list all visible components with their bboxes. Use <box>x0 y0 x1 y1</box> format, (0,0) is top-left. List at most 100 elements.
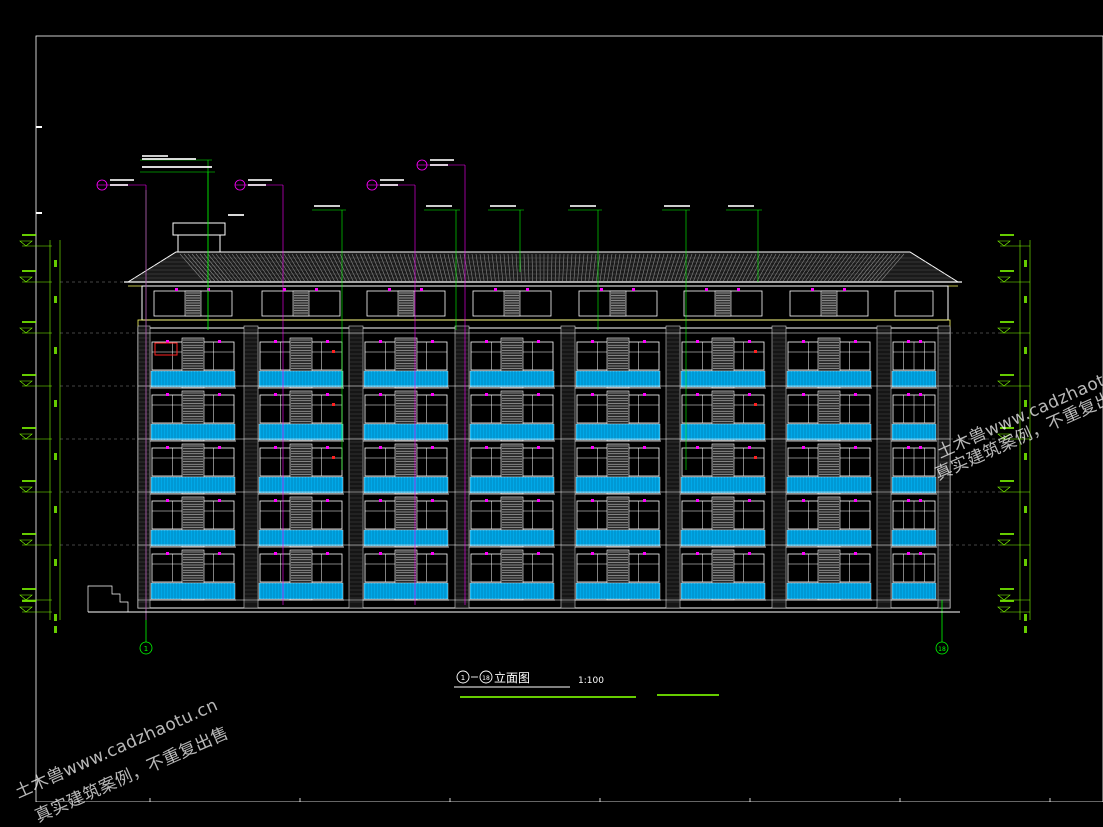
callout-marker <box>907 552 910 555</box>
level-marker <box>998 277 1010 282</box>
cad-drawing-canvas: 1 18 1 18 立面图 1:100 <box>0 0 1103 802</box>
callout-note-glyph <box>110 184 128 186</box>
callout-marker <box>326 393 329 396</box>
red-marker <box>754 403 757 406</box>
brick-column <box>772 326 786 608</box>
dim-value-glyph <box>54 506 57 513</box>
callout-marker <box>431 393 434 396</box>
callout-note-glyph <box>248 179 272 181</box>
callout-marker <box>379 446 382 449</box>
callout-note-glyph <box>728 205 754 207</box>
callout-marker <box>843 288 846 291</box>
roof <box>124 223 962 286</box>
callout-marker <box>643 552 646 555</box>
callout-marker <box>737 288 740 291</box>
callout-marker <box>802 446 805 449</box>
dim-value-glyph <box>54 626 57 633</box>
callout-marker <box>388 288 391 291</box>
frame-ticks <box>150 798 1050 802</box>
callout-marker <box>326 446 329 449</box>
callout-marker <box>537 552 540 555</box>
red-marker <box>332 350 335 353</box>
callout-note-glyph <box>490 205 516 207</box>
roof-chimney-base <box>178 235 220 252</box>
title-axis-start: 1 <box>461 674 465 682</box>
level-value-glyph <box>1000 600 1014 602</box>
callout-note-glyph <box>228 214 244 216</box>
callout-marker <box>802 340 805 343</box>
dim-value-glyph <box>1024 296 1027 303</box>
level-value-glyph <box>1000 234 1014 236</box>
callout-marker <box>274 552 277 555</box>
callout-marker <box>537 446 540 449</box>
red-marker <box>754 456 757 459</box>
callout-note-glyph <box>142 166 212 168</box>
level-value-glyph <box>1000 480 1014 482</box>
callout-marker <box>537 340 540 343</box>
axis-label-left: 1 <box>144 645 148 653</box>
brick-column <box>349 326 363 608</box>
level-marker <box>20 381 32 386</box>
brick-column <box>561 326 575 608</box>
attic-louver <box>398 291 414 316</box>
building-facade <box>138 286 950 608</box>
callout-marker <box>379 499 382 502</box>
attic-louver <box>821 291 837 316</box>
callout-marker <box>485 446 488 449</box>
callout-note-glyph <box>430 164 448 166</box>
callout-marker <box>748 552 751 555</box>
callout-note-glyph <box>142 155 168 157</box>
level-marker <box>20 328 32 333</box>
callout-marker <box>643 393 646 396</box>
callout-marker <box>907 499 910 502</box>
red-marker <box>754 350 757 353</box>
level-marker <box>20 595 32 600</box>
callout-note-glyph <box>142 158 196 160</box>
level-marker <box>20 540 32 545</box>
callout-marker <box>907 340 910 343</box>
callout-marker <box>315 288 318 291</box>
callout-marker <box>218 552 221 555</box>
level-value-glyph <box>22 234 36 236</box>
dim-value-glyph <box>1024 260 1027 267</box>
dim-value-glyph <box>54 296 57 303</box>
callout-note-glyph <box>110 179 134 181</box>
callout-note-glyph <box>664 205 690 207</box>
dim-value-glyph <box>54 347 57 354</box>
red-marker <box>332 403 335 406</box>
level-value-glyph <box>22 270 36 272</box>
callout-marker <box>326 499 329 502</box>
callout-marker <box>854 446 857 449</box>
callout-marker <box>494 288 497 291</box>
callout-marker <box>420 288 423 291</box>
level-value-glyph <box>1000 588 1014 590</box>
callout-marker <box>802 393 805 396</box>
callout-marker <box>485 340 488 343</box>
level-value-glyph <box>1000 321 1014 323</box>
dim-value-glyph <box>54 260 57 267</box>
level-marker <box>998 328 1010 333</box>
callout-marker <box>591 499 594 502</box>
callout-marker <box>643 340 646 343</box>
axis-label-right: 18 <box>938 646 946 653</box>
dim-value-glyph <box>54 559 57 566</box>
balcony-panel <box>892 371 936 387</box>
level-marker <box>998 381 1010 386</box>
balcony-panel <box>892 583 936 599</box>
callout-marker <box>274 340 277 343</box>
callout-marker <box>166 446 169 449</box>
callout-marker <box>431 499 434 502</box>
callout-marker <box>696 446 699 449</box>
callout-marker <box>811 288 814 291</box>
callout-marker <box>748 340 751 343</box>
level-marker <box>20 434 32 439</box>
callout-note-glyph <box>426 205 452 207</box>
attic-window <box>895 291 933 316</box>
level-marker <box>20 277 32 282</box>
level-value-glyph <box>22 427 36 429</box>
callout-marker <box>696 340 699 343</box>
dim-value-glyph <box>54 453 57 460</box>
red-marker <box>332 456 335 459</box>
title-axis-end: 18 <box>482 675 490 682</box>
callout-marker <box>526 288 529 291</box>
